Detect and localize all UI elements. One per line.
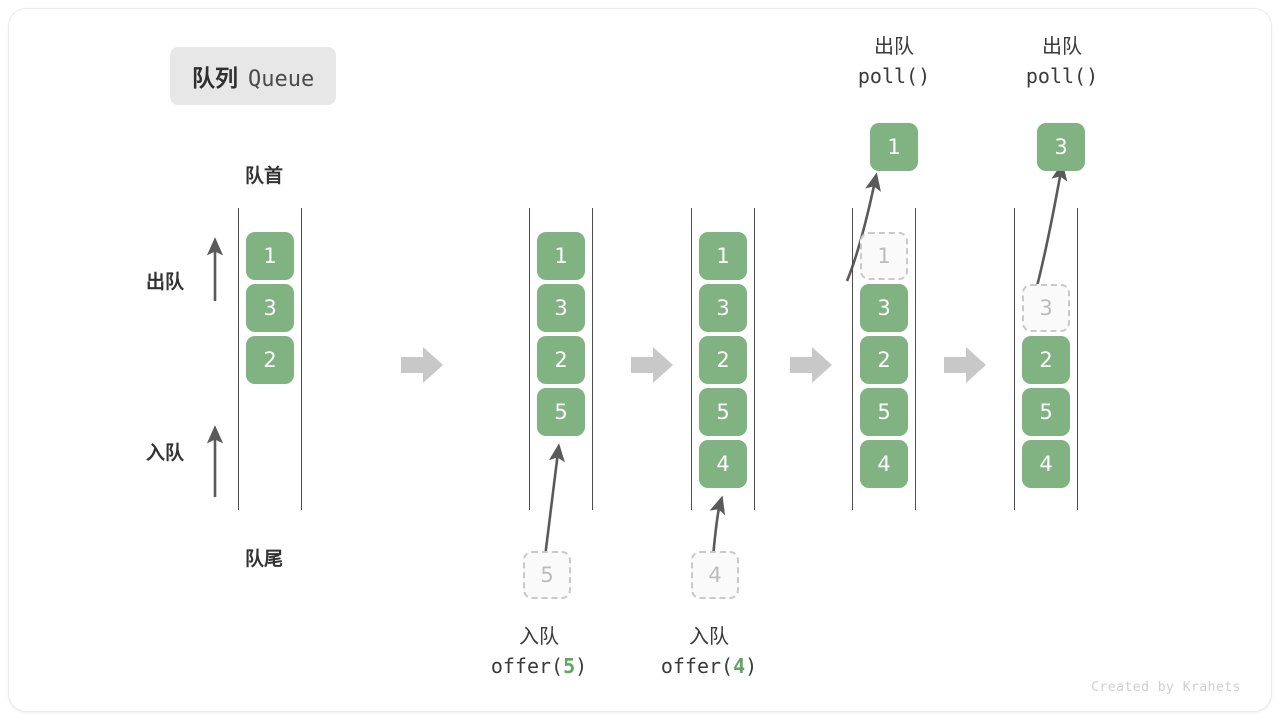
queue-cell: 5 [699, 388, 747, 436]
queue-cell: 1 [537, 232, 585, 280]
queue-rail-left [529, 208, 530, 510]
queue-stage-after-poll-2: 3 2 5 4 [1014, 208, 1078, 510]
queue-cell: 4 [1022, 440, 1070, 488]
queue-cell: 1 [246, 232, 294, 280]
queue-cell: 4 [699, 440, 747, 488]
operation-label-offer-5: 入队 offer(5) [449, 621, 629, 681]
operation-argument: 4 [733, 654, 746, 678]
queue-cell: 4 [860, 440, 908, 488]
credit-text: Created by Krahets [1091, 680, 1241, 695]
queue-cell: 5 [1022, 388, 1070, 436]
queue-cell: 5 [537, 388, 585, 436]
queue-rail-left [1014, 208, 1015, 510]
operation-signature: offer(5) [490, 654, 588, 678]
diagram-card: 队列 Queue [8, 8, 1272, 712]
queue-stage-initial: 1 3 2 [238, 208, 302, 510]
queue-cell: 2 [699, 336, 747, 384]
queue-stage-after-poll-1: 1 3 2 5 4 [852, 208, 916, 510]
outgoing-element-3: 3 [1037, 123, 1085, 171]
incoming-element-4: 4 [691, 551, 739, 599]
arrow-overlay [206, 162, 1068, 558]
queue-cell: 3 [860, 284, 908, 332]
queue-cell: 2 [1022, 336, 1070, 384]
queue-cell-vacated: 3 [1022, 284, 1070, 332]
queue-rail-right [301, 208, 302, 510]
operation-signature: offer(4) [660, 654, 758, 678]
operation-name: 入队 [689, 624, 729, 648]
queue-cell: 3 [246, 284, 294, 332]
queue-rail-right [592, 208, 593, 510]
operation-argument: 5 [563, 654, 576, 678]
operation-name: 入队 [519, 624, 559, 648]
queue-cell: 2 [860, 336, 908, 384]
queue-rail-right [754, 208, 755, 510]
operation-signature: poll() [857, 64, 931, 88]
diagram-title-badge: 队列 Queue [170, 47, 337, 105]
queue-rail-right [1077, 208, 1078, 510]
queue-cell: 5 [860, 388, 908, 436]
queue-cell: 1 [699, 232, 747, 280]
operation-signature: poll() [1025, 64, 1099, 88]
label-queue-head: 队首 [245, 165, 284, 187]
incoming-element-5: 5 [523, 551, 571, 599]
diagram-stage: 队列 Queue [9, 9, 1271, 711]
operation-name: 出队 [1042, 34, 1082, 58]
step-arrow-1 [401, 347, 443, 383]
queue-cell: 2 [537, 336, 585, 384]
step-arrow-3 [790, 347, 832, 383]
title-english: Queue [248, 67, 315, 92]
queue-cell: 3 [699, 284, 747, 332]
outgoing-element-1: 1 [870, 123, 918, 171]
queue-stage-after-offer-5: 1 3 2 5 [529, 208, 593, 510]
queue-stage-after-offer-4: 1 3 2 5 4 [691, 208, 755, 510]
label-queue-tail: 队尾 [245, 548, 284, 570]
label-dequeue-direction: 出队 [146, 271, 185, 293]
operation-label-poll-1: 出队 poll() [804, 31, 984, 91]
queue-rail-left [238, 208, 239, 510]
label-enqueue-direction: 入队 [146, 442, 185, 464]
step-arrow-2 [631, 347, 673, 383]
queue-rail-left [852, 208, 853, 510]
operation-name: 出队 [874, 34, 914, 58]
operation-label-offer-4: 入队 offer(4) [619, 621, 799, 681]
title-chinese: 队列 [192, 66, 238, 92]
step-arrow-4 [944, 347, 986, 383]
queue-rail-left [691, 208, 692, 510]
queue-cell: 2 [246, 336, 294, 384]
queue-cell: 3 [537, 284, 585, 332]
queue-rail-right [915, 208, 916, 510]
offer-4-arrow [709, 495, 726, 558]
operation-label-poll-2: 出队 poll() [972, 31, 1152, 91]
queue-cell-vacated: 1 [860, 232, 908, 280]
